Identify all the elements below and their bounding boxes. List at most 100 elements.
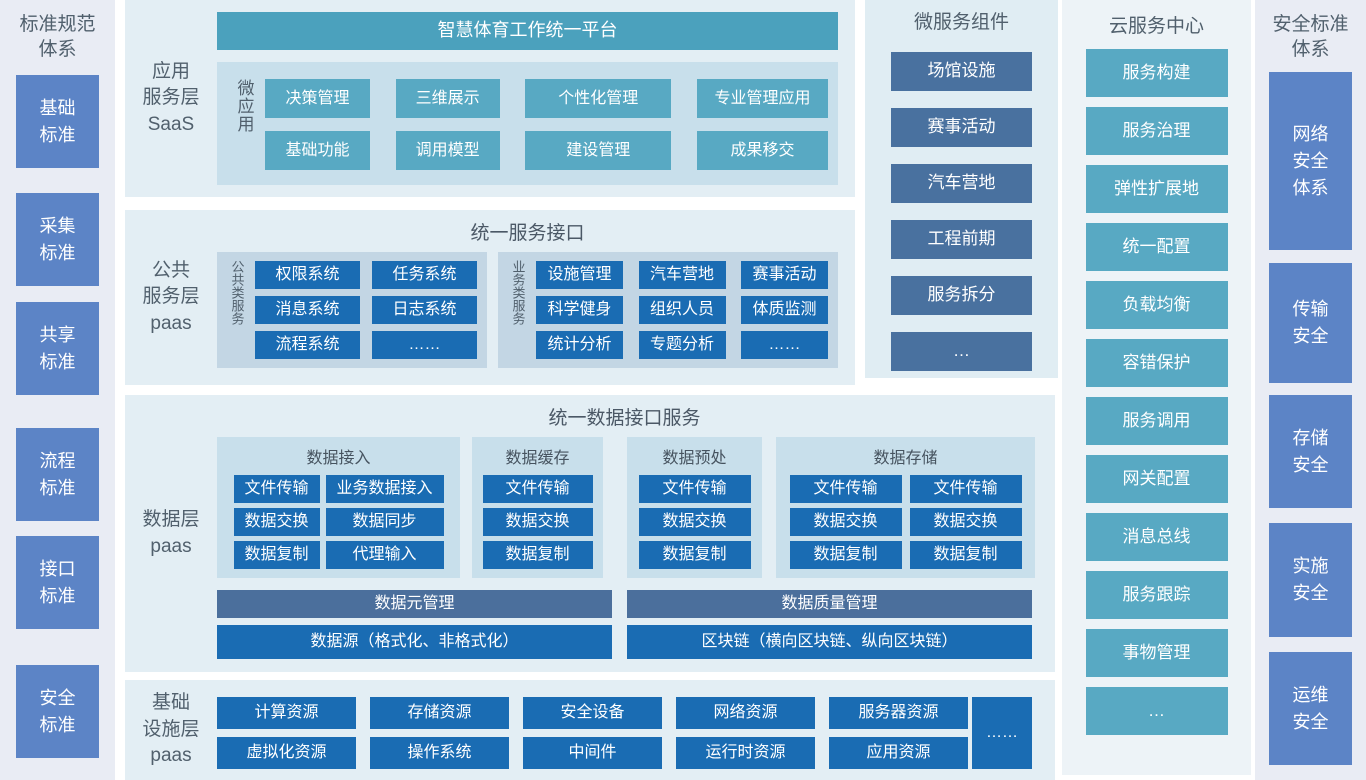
blockchain-bar: 区块链（横向区块链、纵向区块链） — [627, 625, 1032, 659]
micro-app-box: 专业管理应用 — [696, 79, 828, 118]
business-service-box: 专题分析 — [638, 331, 726, 359]
data-box: 数据复制 — [789, 541, 902, 569]
security-box: 实施 安全 — [1269, 523, 1352, 638]
microservice-box: … — [891, 332, 1032, 372]
standard-box: 共享 标准 — [16, 302, 99, 396]
microservices-title: 微服务组件 — [913, 12, 1009, 33]
data-box: 数据交换 — [909, 508, 1022, 536]
data-meta-management-bar: 数据元管理 — [217, 590, 612, 618]
security-box: 传输 安全 — [1269, 263, 1352, 384]
standard-box: 安全 标准 — [16, 665, 99, 759]
cloud-service-box: 服务构建 — [1085, 49, 1228, 98]
data-box: 文件传输 — [638, 475, 751, 503]
micro-app-box: 成果移交 — [696, 131, 828, 170]
business-services-subpanel: 业务类服务 设施管理 汽车营地 赛事活动 科学健身 组织人员 体质监测 统计分析… — [498, 252, 838, 368]
infra-box: 计算资源 — [217, 697, 356, 729]
infra-box: 运行时资源 — [676, 737, 815, 769]
data-group-grid: 文件传输 数据交换 数据复制 — [627, 475, 762, 569]
standards-system-panel: 标准规范 体系 基础 标准 采集 标准 共享 标准 流程 标准 接口 标准 安全… — [0, 0, 115, 780]
saas-layer-label: 应用 服务层 SaaS — [142, 60, 200, 135]
business-service-box: 设施管理 — [536, 261, 623, 289]
micro-app-box: 基础功能 — [265, 131, 370, 170]
standard-box: 流程 标准 — [16, 428, 99, 522]
data-box: 文件传输 — [233, 475, 320, 503]
infrastructure-layer-panel: 基础 设施层 paas 计算资源 存储资源 安全设备 网络资源 服务器资源 虚拟… — [125, 680, 1055, 780]
cloud-service-box: 服务跟踪 — [1085, 571, 1228, 620]
infra-more-box: …… — [972, 697, 1032, 769]
common-service-box: 日志系统 — [372, 296, 477, 324]
common-services-grid: 权限系统 任务系统 消息系统 日志系统 流程系统 …… — [255, 260, 477, 360]
common-service-box: 任务系统 — [372, 261, 477, 289]
data-preprocess-group: 数据预处 文件传输 数据交换 数据复制 — [627, 437, 762, 578]
data-source-bar: 数据源（格式化、非格式化） — [217, 625, 612, 659]
micro-app-box: 建设管理 — [525, 131, 672, 170]
cloud-service-box: 事物管理 — [1085, 629, 1228, 678]
micro-app-box: 决策管理 — [265, 79, 370, 118]
unified-data-interface-title: 统一数据接口服务 — [548, 408, 701, 429]
data-group-grid: 文件传输 数据交换 数据复制 — [472, 475, 603, 569]
business-service-box: 汽车营地 — [638, 261, 726, 289]
infra-box: 操作系统 — [370, 737, 509, 769]
infra-box: 网络资源 — [676, 697, 815, 729]
cloud-center-title: 云服务中心 — [1108, 16, 1204, 37]
microservice-box: 赛事活动 — [891, 108, 1032, 148]
cloud-service-box: 负载均衡 — [1085, 281, 1228, 330]
infrastructure-grid: 计算资源 存储资源 安全设备 网络资源 服务器资源 虚拟化资源 操作系统 中间件… — [217, 697, 968, 769]
microservice-box: 场馆设施 — [891, 52, 1032, 92]
infrastructure-layer-label: 基础 设施层 paas — [142, 692, 200, 767]
common-service-box: 权限系统 — [255, 261, 360, 289]
data-box: 数据同步 — [325, 508, 444, 536]
data-box: 数据交换 — [233, 508, 320, 536]
business-services-label: 业务类服务 — [510, 260, 526, 325]
common-services-subpanel: 公共类服务 权限系统 任务系统 消息系统 日志系统 流程系统 …… — [217, 252, 487, 368]
common-service-box: …… — [372, 331, 477, 359]
data-cache-group: 数据缓存 文件传输 数据交换 数据复制 — [472, 437, 603, 578]
data-box: 文件传输 — [482, 475, 593, 503]
microservice-box: 汽车营地 — [891, 164, 1032, 204]
micro-app-box: 个性化管理 — [525, 79, 672, 118]
standard-box: 采集 标准 — [16, 193, 99, 287]
common-service-box: 消息系统 — [255, 296, 360, 324]
platform-header: 智慧体育工作统一平台 — [217, 12, 838, 50]
security-box: 网络 安全 体系 — [1269, 72, 1352, 251]
business-service-box: 统计分析 — [536, 331, 623, 359]
business-service-box: 赛事活动 — [741, 261, 828, 289]
data-box: 文件传输 — [789, 475, 902, 503]
infra-box: 中间件 — [523, 737, 662, 769]
saas-layer-panel: 应用 服务层 SaaS 智慧体育工作统一平台 微应用 决策管理 三维展示 个性化… — [125, 0, 855, 197]
cloud-service-box: 服务治理 — [1085, 107, 1228, 156]
data-box: 数据复制 — [233, 541, 320, 569]
microservices-panel: 微服务组件 场馆设施 赛事活动 汽车营地 工程前期 服务拆分 … — [865, 0, 1058, 378]
infra-box: 安全设备 — [523, 697, 662, 729]
unified-service-interface-title: 统一服务接口 — [470, 223, 585, 244]
common-service-box: 流程系统 — [255, 331, 360, 359]
data-group-title: 数据预处 — [662, 450, 727, 467]
data-group-title: 数据接入 — [306, 450, 371, 467]
micro-app-box: 调用模型 — [395, 131, 500, 170]
public-service-layer-label: 公共 服务层 paas — [142, 259, 200, 334]
cloud-service-box: 统一配置 — [1085, 223, 1228, 272]
infra-box: 存储资源 — [370, 697, 509, 729]
public-service-layer-panel: 公共 服务层 paas 统一服务接口 公共类服务 权限系统 任务系统 消息系统 … — [125, 210, 855, 385]
data-storage-group: 数据存储 文件传输 文件传输 数据交换 数据交换 数据复制 数据复制 — [776, 437, 1035, 578]
data-box: 数据交换 — [789, 508, 902, 536]
data-layer-panel: 数据层 paas 统一数据接口服务 数据接入 文件传输 业务数据接入 数据交换 … — [125, 395, 1055, 672]
cloud-service-box: 服务调用 — [1085, 397, 1228, 446]
micro-apps-label: 微应用 — [234, 79, 254, 133]
data-box: 数据交换 — [482, 508, 593, 536]
micro-app-box: 三维展示 — [395, 79, 500, 118]
cloud-service-box: … — [1085, 687, 1228, 736]
standard-box: 接口 标准 — [16, 536, 99, 630]
infra-box: 服务器资源 — [829, 697, 968, 729]
security-box: 运维 安全 — [1269, 652, 1352, 766]
cloud-service-box: 网关配置 — [1085, 455, 1228, 504]
data-group-title: 数据缓存 — [505, 450, 570, 467]
data-box: 数据复制 — [482, 541, 593, 569]
micro-apps-subpanel: 微应用 决策管理 三维展示 个性化管理 专业管理应用 基础功能 调用模型 建设管… — [217, 62, 838, 185]
infra-box: 虚拟化资源 — [217, 737, 356, 769]
cloud-service-box: 弹性扩展地 — [1085, 165, 1228, 214]
infra-box: 应用资源 — [829, 737, 968, 769]
standard-box: 基础 标准 — [16, 75, 99, 169]
data-layer-label: 数据层 paas — [142, 508, 200, 557]
